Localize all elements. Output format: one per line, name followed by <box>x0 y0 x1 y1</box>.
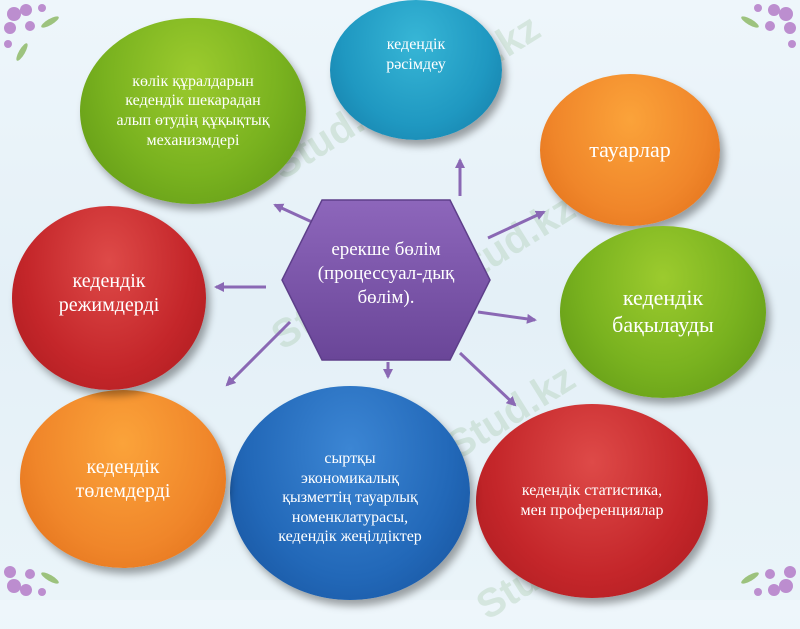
arrow-to-control <box>477 310 537 324</box>
node-goods: тауарлар <box>540 74 720 226</box>
center-hexagon <box>281 199 491 361</box>
node-registration-label: кедендік рәсімдеу <box>386 36 446 73</box>
node-statistics: кедендік статистика, мен проференциялар <box>476 404 708 598</box>
node-registration: кедендік рәсімдеу <box>330 0 502 140</box>
node-nomenclature: сыртқы экономикалық қызметтің тауарлық н… <box>230 386 470 600</box>
arrow-to-goods <box>487 210 546 240</box>
node-control: кедендік бақылауды <box>560 226 766 398</box>
node-goods-label: тауарлар <box>589 136 671 162</box>
node-transport-label: көлік құралдарын кедендік шекарадан алып… <box>116 72 270 149</box>
node-transport: көлік құралдарын кедендік шекарадан алып… <box>80 18 306 204</box>
node-statistics-label: кедендік статистика, мен проференциялар <box>520 482 664 519</box>
node-regimes-label: кедендік режимдерді <box>58 269 160 316</box>
node-control-label: кедендік бақылауды <box>612 285 714 337</box>
node-payments: кедендік төлемдерді <box>20 390 226 568</box>
node-nomenclature-label: сыртқы экономикалық қызметтің тауарлық н… <box>278 450 422 546</box>
arrow-to-payments <box>225 320 292 387</box>
diagram-connectors <box>214 158 546 407</box>
node-regimes: кедендік режимдерді <box>12 206 206 390</box>
node-payments-label: кедендік төлемдерді <box>75 455 171 502</box>
arrow-to-statistics <box>458 351 517 407</box>
center-label-text: ерекше бөлім (процессуал-дық бөлім). <box>317 239 455 308</box>
center-label: ерекше бөлім (процессуал-дық бөлім). <box>302 238 470 309</box>
arrow-to-transport <box>273 203 313 224</box>
